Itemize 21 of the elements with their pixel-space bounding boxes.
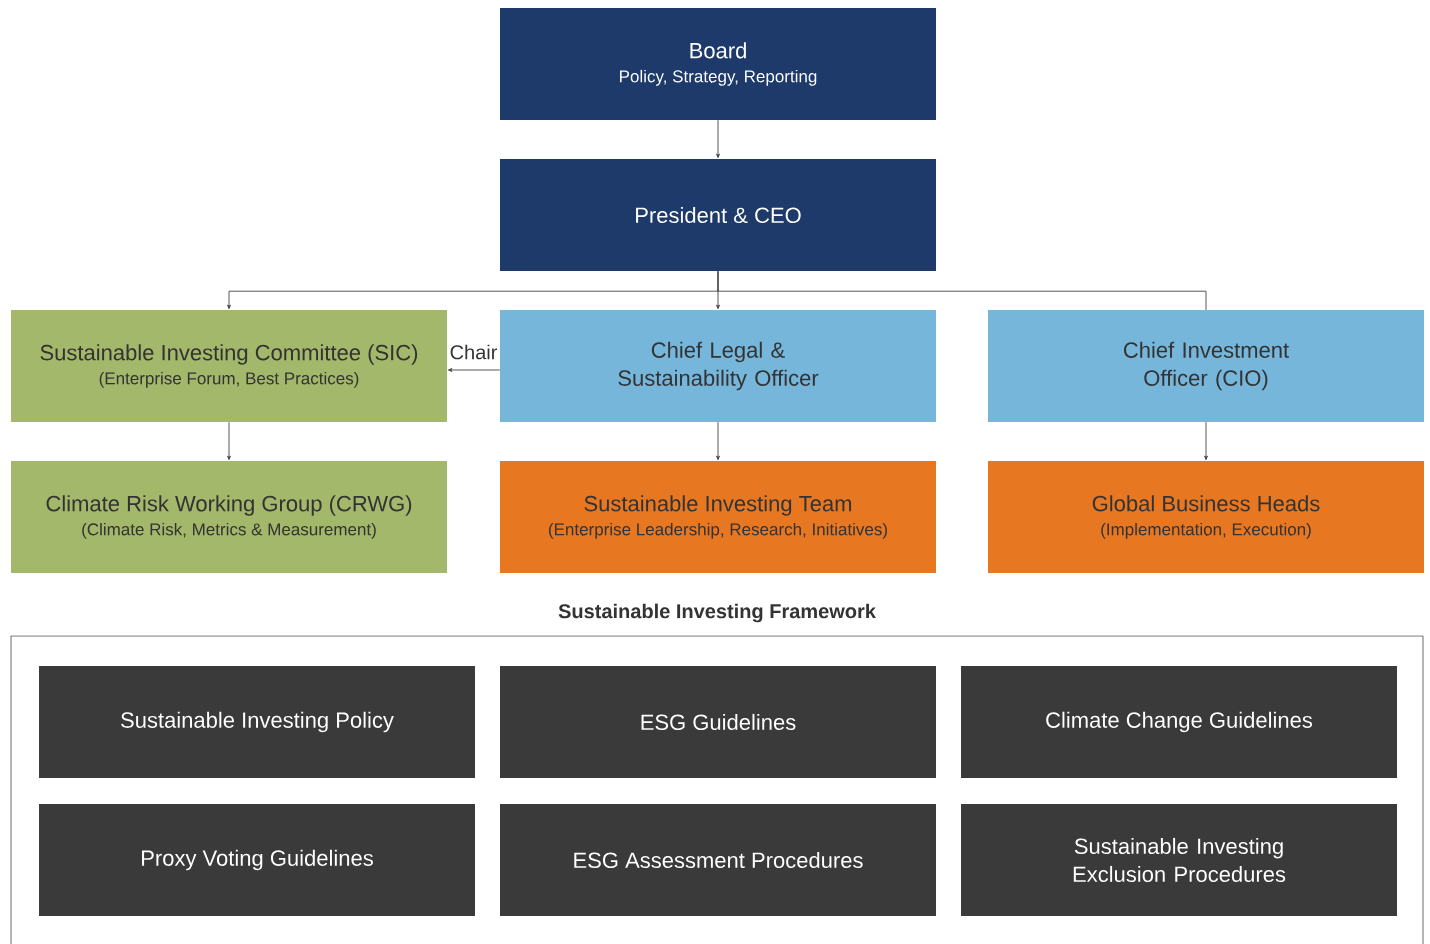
document-box: Sustainable Investing Exclusion Procedures bbox=[961, 804, 1397, 916]
org-box: Global Business Heads (Implementation, Execution) bbox=[988, 461, 1424, 573]
org-box: Sustainable Investing Team (Enterprise Leadership, Research, Initiatives) bbox=[500, 461, 936, 573]
arrow bbox=[716, 119, 720, 159]
arrow bbox=[447, 368, 501, 372]
node-label: Sustainable Investing Framework bbox=[558, 603, 876, 623]
document-box: Climate Change Guidelines bbox=[961, 666, 1397, 778]
edge-label: Chair bbox=[450, 344, 498, 360]
document-box: Proxy Voting Guidelines bbox=[39, 804, 475, 916]
arrow bbox=[716, 421, 720, 461]
org-box: Chief Investment Officer (CIO) bbox=[988, 310, 1424, 422]
document-box: Sustainable Investing Policy bbox=[39, 666, 475, 778]
org-box: Board Policy, Strategy, Reporting bbox=[500, 8, 936, 120]
org-box: Chief Legal & Sustainability Officer bbox=[500, 310, 936, 422]
org-box: President & CEO bbox=[500, 159, 936, 271]
document-box: ESG Assessment Procedures bbox=[500, 804, 936, 916]
arrow bbox=[1204, 421, 1208, 461]
org-box: Sustainable Investing Committee (SIC) (Enterprise Forum, Best Practices) bbox=[11, 310, 447, 422]
org-box: Climate Risk Working Group (CRWG) (Climate Risk, Metrics & Measurement) bbox=[11, 461, 447, 573]
arrow bbox=[227, 421, 231, 461]
document-box: ESG Guidelines bbox=[500, 666, 936, 778]
